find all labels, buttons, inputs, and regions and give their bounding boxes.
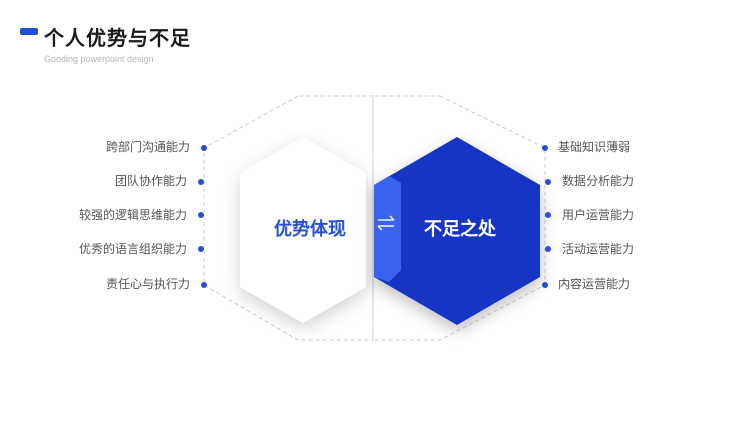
title-accent-bar: [20, 28, 38, 35]
disadvantage-item: 数据分析能力: [562, 174, 635, 188]
disadvantages-hexagon: [374, 137, 540, 325]
advantages-label: 优势体现: [274, 219, 346, 240]
outer-hex-outline-right: [372, 95, 546, 341]
disadvantage-item: 用户运营能力: [562, 208, 635, 222]
swap-arrows-icon: [377, 215, 395, 231]
advantage-item: 跨部门沟通能力: [105, 140, 190, 154]
hexagon-bevel: [374, 176, 401, 282]
advantage-item: 团队协作能力: [114, 174, 187, 188]
advantage-item: 较强的逻辑思维能力: [78, 208, 187, 222]
page-title: 个人优势与不足: [44, 26, 191, 50]
disadvantages-label: 不足之处: [424, 219, 496, 240]
left-connector-dots: [198, 145, 207, 288]
disadvantage-item: 内容运营能力: [558, 277, 631, 291]
disadvantage-item: 基础知识薄弱: [558, 140, 631, 154]
page-subtitle: Gooding powerpoint design: [44, 54, 154, 64]
advantage-item: 责任心与执行力: [105, 277, 190, 291]
right-connector-dots: [542, 145, 551, 288]
advantage-item: 优秀的语言组织能力: [78, 242, 187, 256]
disadvantage-item: 活动运营能力: [562, 242, 635, 256]
advantages-hexagon: [240, 137, 366, 323]
